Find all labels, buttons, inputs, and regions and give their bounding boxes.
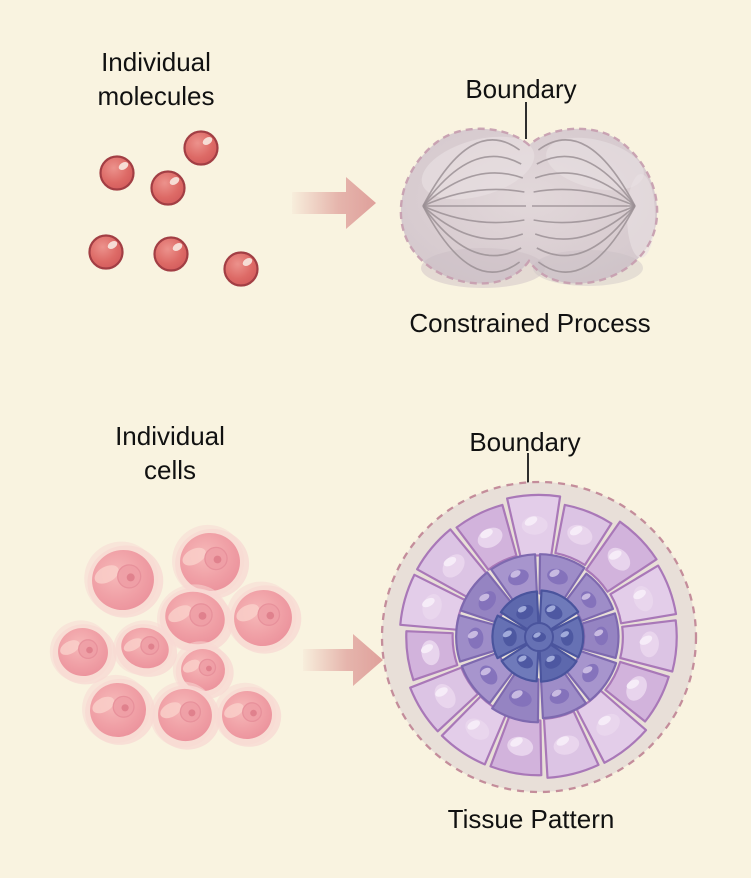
- arrow-right-icon: [303, 632, 383, 688]
- cells-label-line2: cells: [143, 455, 197, 485]
- boundary-bottom-label: Boundary: [469, 427, 581, 457]
- arrow-right-icon: [292, 175, 376, 231]
- molecules-label-line2: molecules: [97, 81, 215, 111]
- molecules-label-line1: Individual: [101, 47, 211, 77]
- tissue-figure: [380, 478, 700, 796]
- cells-label-line1: Individual: [115, 421, 225, 451]
- constrained-process-label: Constrained Process: [409, 308, 651, 338]
- dividing-cell-figure: [383, 116, 675, 298]
- cells-label: Individual cells: [115, 419, 225, 487]
- boundary-top-label: Boundary: [465, 74, 577, 104]
- boundary-bottom-pointer-line: [527, 453, 529, 486]
- molecules-figure: [80, 118, 280, 288]
- molecules-label: Individual molecules: [97, 45, 214, 113]
- cells-figure: [48, 520, 313, 760]
- tissue-pattern-label: Tissue Pattern: [447, 804, 615, 834]
- boundary-top-pointer-line: [525, 102, 527, 139]
